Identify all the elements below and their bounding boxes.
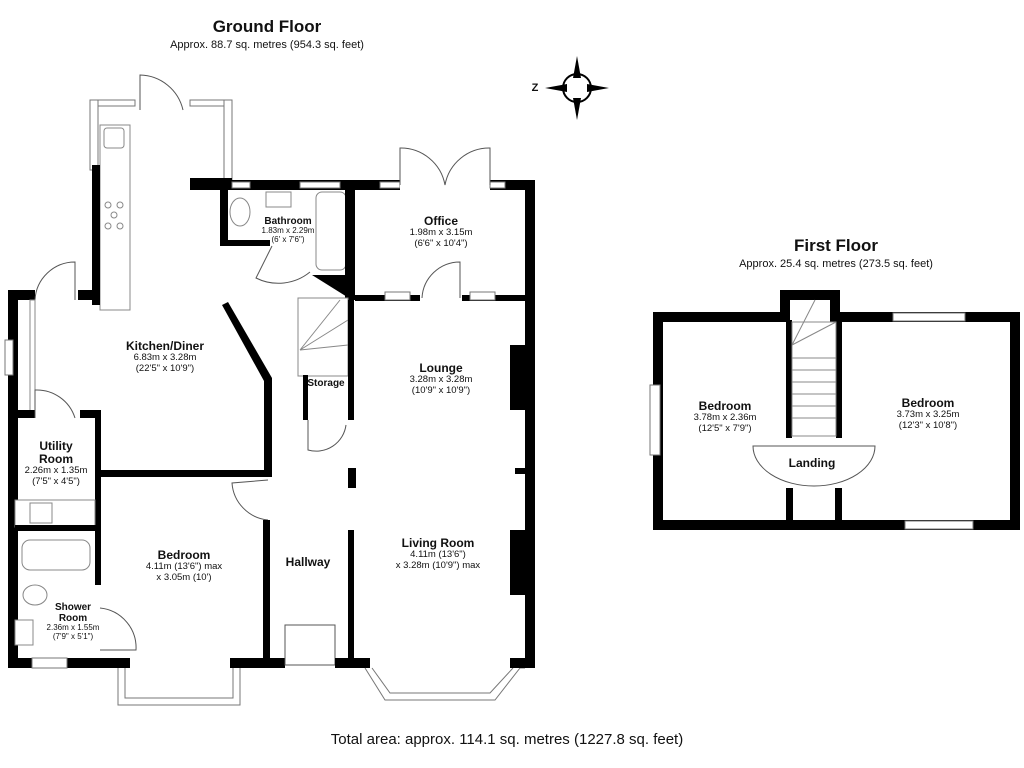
first-floor-area: Approx. 25.4 sq. metres (273.5 sq. feet) bbox=[739, 258, 933, 270]
sink-icon bbox=[103, 127, 125, 149]
basin-icon bbox=[14, 619, 34, 646]
hob-icon bbox=[104, 201, 124, 230]
shower-tray-icon bbox=[21, 539, 91, 571]
room-hallway: Hallway bbox=[285, 555, 331, 569]
utility-sink-icon bbox=[29, 502, 53, 524]
staircase bbox=[297, 297, 349, 377]
basin-icon bbox=[265, 191, 292, 208]
ground-floor-area: Approx. 88.7 sq. metres (954.3 sq. feet) bbox=[170, 39, 364, 51]
window bbox=[89, 99, 99, 171]
compass-label: Z bbox=[531, 82, 539, 94]
first-floor-plan bbox=[649, 290, 1020, 530]
door bbox=[139, 74, 184, 111]
compass-rose-icon bbox=[545, 56, 609, 120]
french-doors bbox=[399, 147, 491, 186]
toilet-icon bbox=[229, 197, 251, 227]
total-area: Total area: approx. 114.1 sq. metres (12… bbox=[330, 731, 684, 748]
staircase bbox=[791, 299, 837, 437]
bath-icon bbox=[315, 191, 347, 271]
ground-floor-title: Ground Floor bbox=[212, 17, 322, 36]
room-storage: Storage bbox=[307, 378, 345, 389]
ground-floor-plan bbox=[4, 74, 535, 706]
toilet-icon bbox=[22, 584, 48, 606]
window bbox=[223, 99, 233, 181]
room-landing: Landing bbox=[788, 456, 836, 470]
first-floor-title: First Floor bbox=[793, 236, 879, 255]
